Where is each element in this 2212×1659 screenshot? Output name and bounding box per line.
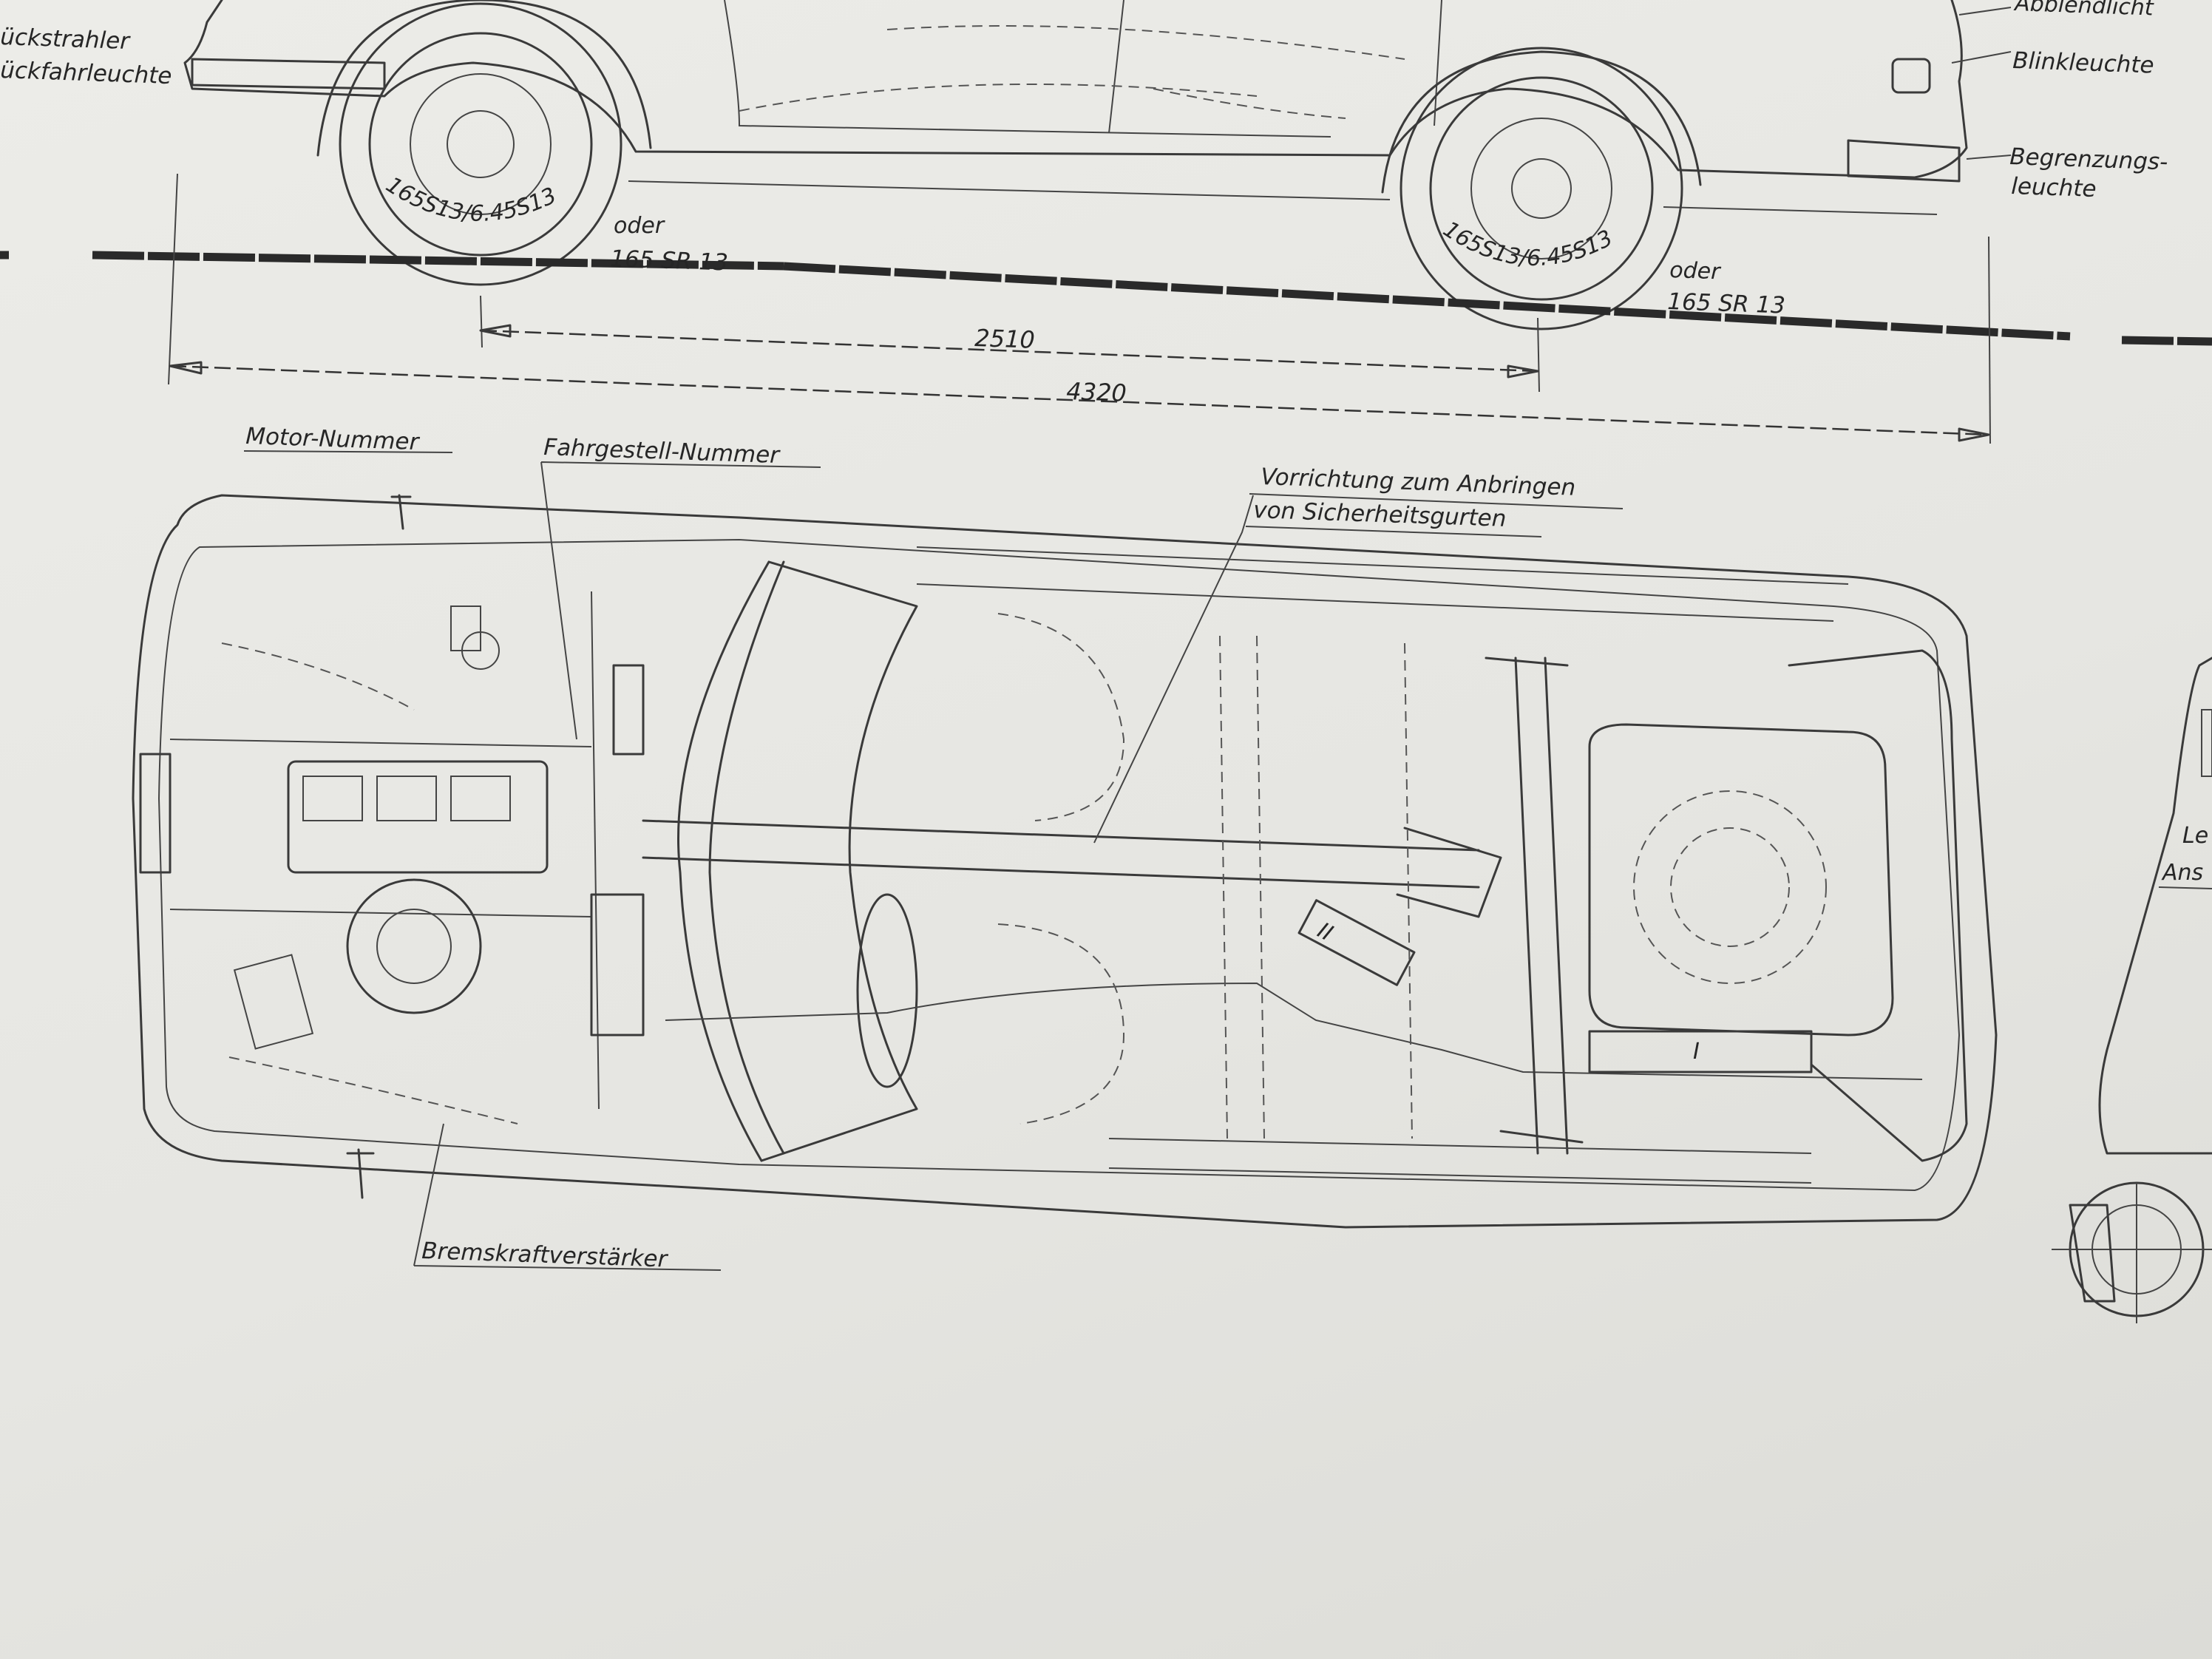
ground-line-rear	[92, 251, 784, 271]
mirror-right	[346, 1148, 375, 1199]
top-body-outline	[132, 494, 1998, 1229]
tail-panel	[1788, 649, 1968, 1162]
dim-line-overall	[169, 364, 1989, 436]
leader-bremskraft	[413, 1123, 722, 1271]
side-body-outline	[183, 0, 1968, 179]
front-grille	[139, 753, 172, 874]
front-tire-size: 165S13/6.45S13	[1439, 217, 1618, 271]
label-rueckfahrleuchte: ückfahrleuchte	[0, 57, 172, 89]
side-label-leaders	[1951, 7, 2012, 160]
rear-tire-alt-size: 165 SR 13	[610, 245, 729, 276]
spare-wheel	[1633, 790, 1827, 984]
front-bumper	[1847, 139, 1961, 183]
rear-tire-alt-word: oder	[614, 213, 665, 239]
leader-motor-nummer	[243, 450, 453, 453]
engine-compartment	[221, 605, 549, 1124]
label-right-fragment-2: Ans	[2161, 860, 2203, 886]
rear-muffler-mark: I	[1693, 1039, 1700, 1065]
extension-line-front	[1988, 236, 1991, 444]
right-partial-view: Le Ans	[2052, 657, 2212, 1323]
side-belt-line	[724, 0, 1442, 138]
brake-booster	[590, 893, 645, 1037]
rear-tire-size: 165S13/6.45S13	[381, 172, 561, 227]
front-muffler-mark: II	[1313, 917, 1337, 946]
rear-axle	[1485, 657, 1584, 1155]
top-body-inner	[157, 538, 1961, 1192]
ground-line-right	[2121, 336, 2212, 346]
chassis-number-plate	[612, 664, 645, 756]
front-lamp	[1891, 58, 1931, 94]
front-wheel	[1381, 47, 1702, 330]
label-rueckstrahler: ückstrahler	[0, 24, 132, 55]
dim-wheelbase: 2510	[974, 324, 1036, 354]
label-abblendlicht: Abblendlicht	[2013, 0, 2155, 21]
seat-outlines	[997, 613, 1413, 1139]
label-fahrgestell-nummer: Fahrgestell-Nummer	[543, 434, 781, 469]
belt-mount-rail	[916, 546, 1849, 1184]
dim-overall-length: 4320	[1066, 377, 1127, 407]
side-sill-line	[628, 180, 1938, 215]
leader-fahrgestell	[540, 461, 821, 740]
a-pillar-frame	[760, 560, 918, 1162]
rear-wheel	[316, 0, 652, 286]
label-leuchte: leuchte	[2011, 173, 2097, 203]
dimension-lines: 2510 4320	[168, 173, 1991, 444]
extension-line-axle-rear	[480, 295, 483, 348]
driveshaft-tunnel	[642, 819, 1502, 918]
extension-line-axle	[1537, 317, 1540, 393]
side-hidden-lines	[739, 25, 1405, 119]
rear-muffler	[1588, 1030, 1813, 1073]
label-bremskraftverstaerker: Bremskraftverstärker	[421, 1238, 669, 1273]
label-begrenzungs: Begrenzungs-	[2009, 143, 2168, 175]
windshield-frame	[677, 560, 785, 1162]
mirror-left	[390, 494, 412, 530]
label-motor-nummer: Motor-Nummer	[245, 423, 421, 455]
label-right-fragment-1: Le	[2182, 823, 2208, 849]
label-blinkleuchte: Blinkleuchte	[2012, 47, 2154, 79]
ground-line-front	[783, 262, 2071, 341]
top-view: II I Motor-Nummer Fahrgestell-Nummer Vor…	[132, 423, 1998, 1273]
belt-mount-leaders	[1093, 495, 1254, 844]
extension-line-rear	[168, 173, 178, 385]
front-tire-alt-size: 165 SR 13	[1667, 288, 1786, 319]
front-muffler	[1297, 899, 1416, 986]
right-partial-wheel	[2052, 1181, 2212, 1323]
trunk-outline	[1588, 723, 1894, 1037]
side-view: ückstrahler ückfahrleuchte Abblendlicht …	[0, 0, 2212, 346]
right-partial-outline	[2098, 657, 2212, 1155]
steering-wheel	[856, 893, 918, 1088]
rear-bumper	[191, 58, 386, 90]
front-tire-alt-word: oder	[1669, 257, 1722, 285]
exhaust-pipe	[665, 982, 1923, 1080]
